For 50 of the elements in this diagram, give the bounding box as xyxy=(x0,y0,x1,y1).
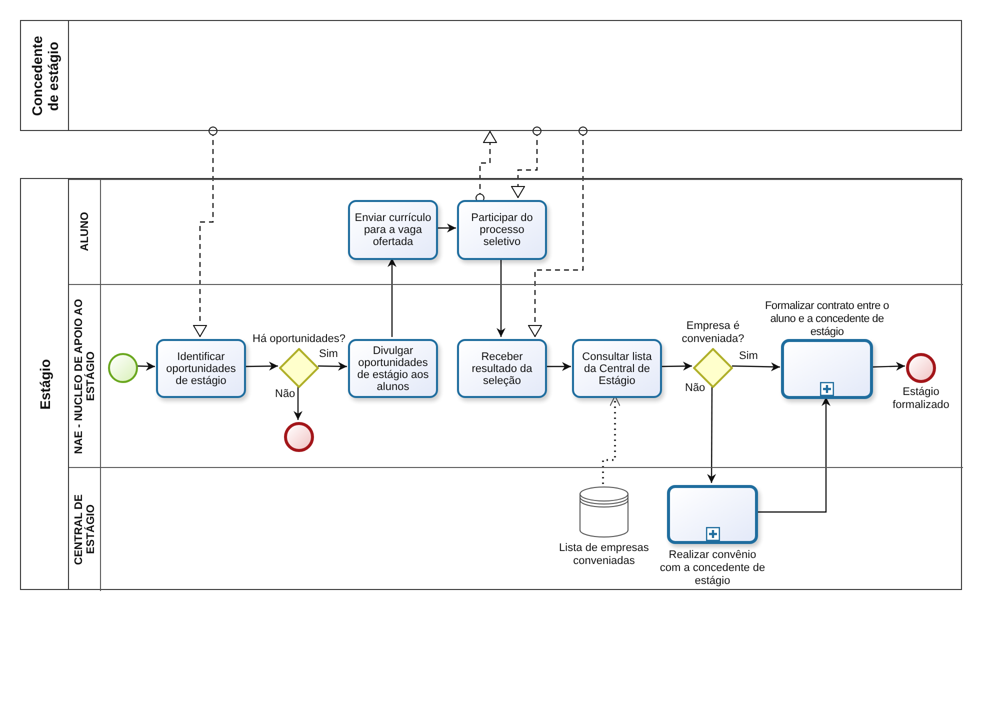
lane-label: ALUNO xyxy=(78,212,90,252)
sequence-flow-arrow xyxy=(136,362,156,371)
association-arrow xyxy=(602,396,620,484)
sequence-flow-arrow xyxy=(437,224,456,232)
message-flow-arrow xyxy=(193,126,218,337)
edge-label: Sim xyxy=(318,348,339,360)
task-label: Divulgar oportunidades de estágio aos alunos xyxy=(356,344,430,392)
edge-label: Não xyxy=(274,388,296,400)
subprocess-label: Realizar convênio com a concedente de estágio xyxy=(658,549,766,588)
gateway-label: Empresa é conveniada? xyxy=(680,320,746,346)
sequence-flow-arrow xyxy=(707,386,716,483)
swimlane xyxy=(69,467,963,591)
pool-label: Concedente de estágio xyxy=(28,34,60,118)
edge-label: Não xyxy=(684,382,706,394)
event-label: Estágio formalizado xyxy=(892,386,950,412)
gateway-label: Há oportunidades? xyxy=(252,333,346,346)
swimlane xyxy=(69,284,963,467)
task-box xyxy=(156,339,246,398)
task-box xyxy=(348,200,438,260)
pool xyxy=(20,178,962,590)
lane-label: NAE - NUCLEO DE APOIO AO ESTÁGIO xyxy=(72,297,96,456)
message-flow-arrow xyxy=(528,126,588,337)
task-label: Consultar lista da Central de Estágio xyxy=(581,350,653,386)
sequence-flow-arrow xyxy=(546,362,571,371)
sequence-flow-arrow xyxy=(757,397,830,513)
sequence-flow-arrow xyxy=(496,258,506,337)
swimlane xyxy=(69,179,963,284)
message-flow-arrow xyxy=(511,126,542,198)
message-flow-arrow xyxy=(476,131,497,202)
task-label: Participar do processo seletivo xyxy=(470,212,534,248)
task-label: Receber resultado da seleção xyxy=(470,350,534,386)
task-label: Enviar currículo para a vaga ofertada xyxy=(354,212,432,248)
task-box xyxy=(457,339,547,398)
task-label: Identificar oportunidades de estágio xyxy=(165,350,237,386)
task-box xyxy=(572,339,662,398)
sequence-flow-arrow xyxy=(732,362,780,372)
sequence-flow-arrow xyxy=(872,362,906,371)
task-box xyxy=(457,200,547,260)
sequence-flow-arrow xyxy=(245,362,278,371)
sequence-flow-arrow xyxy=(294,386,302,420)
subprocess-label: Formalizar contrato entre o aluno e a concedente de estágio xyxy=(765,300,889,339)
data-store-label: Lista de empresas conveniadas xyxy=(558,542,650,568)
sequence-flow-arrow xyxy=(660,362,692,371)
task-box xyxy=(348,339,438,398)
sequence-flow-arrow xyxy=(318,362,348,371)
pool xyxy=(20,20,962,131)
pool-label: Estágio xyxy=(36,358,52,410)
edge-label: Sim xyxy=(738,350,759,362)
sequence-flow-arrow xyxy=(388,258,396,337)
lane-label: CENTRAL DE ESTÁGIO xyxy=(72,493,96,567)
